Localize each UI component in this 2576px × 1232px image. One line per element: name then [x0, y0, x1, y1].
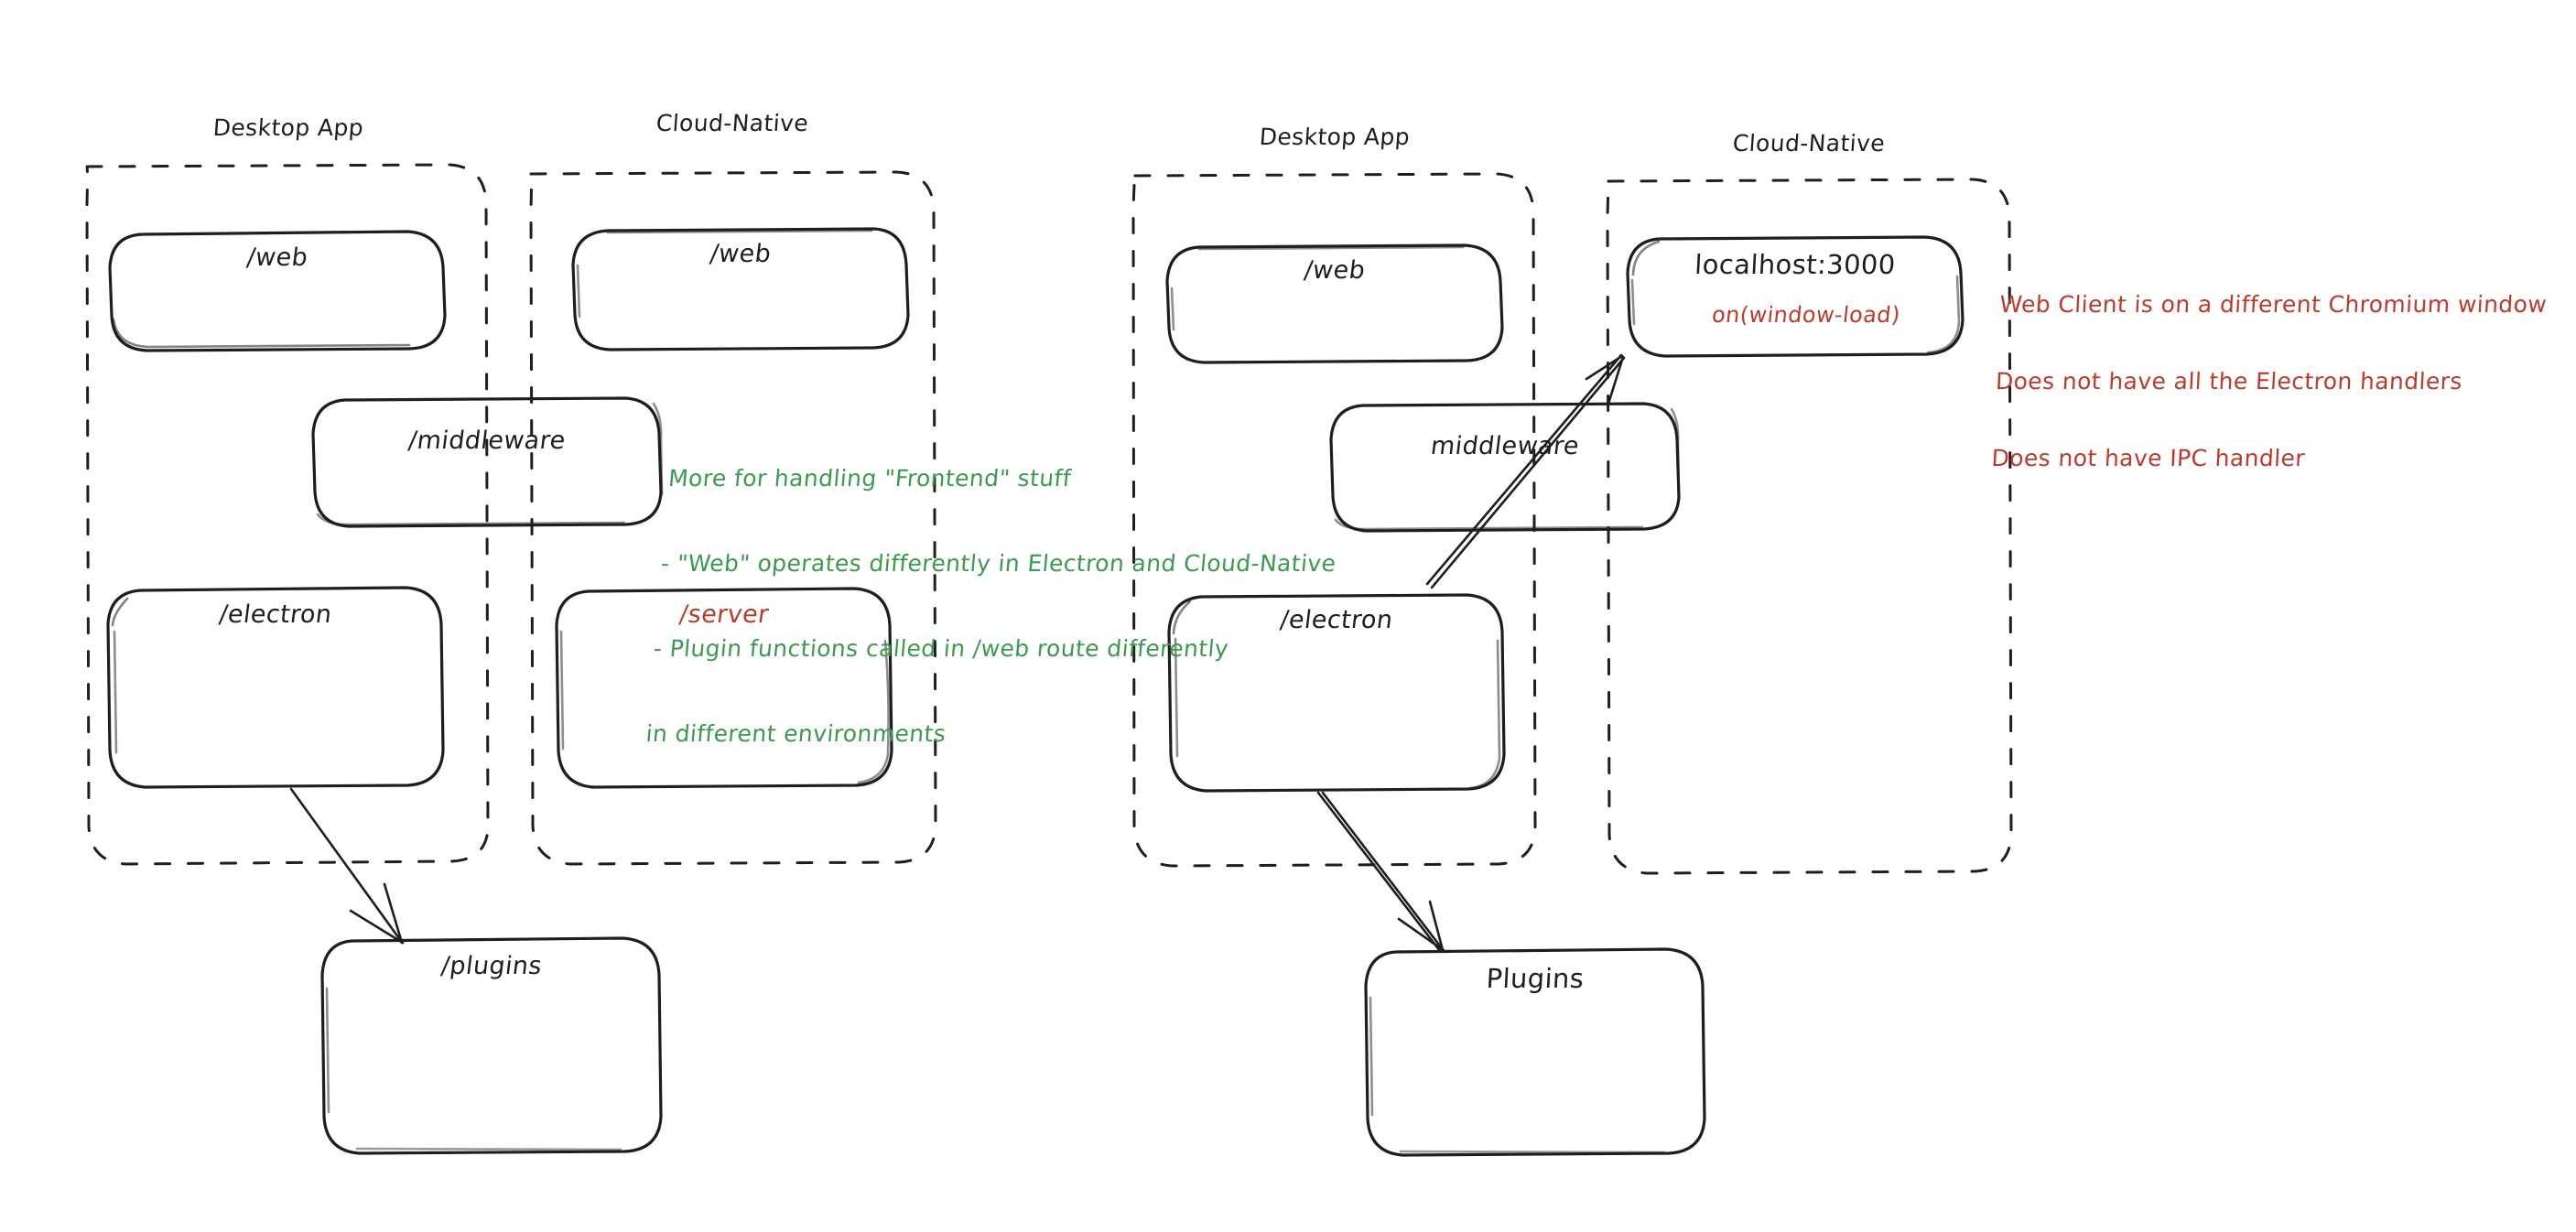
left-desktop-group-outline — [85, 163, 490, 866]
right-electron-label: /electron — [1278, 606, 1395, 634]
right-desktop-web-box — [1165, 243, 1504, 364]
right-cloud-group-outline — [1606, 178, 2013, 875]
right-electron-to-localhost-arrow — [1425, 353, 1626, 589]
right-red-note-line-2: Does not have all the Electron handlers — [1995, 368, 2463, 394]
right-red-note: Web Client is on a different Chromium wi… — [1988, 241, 2576, 523]
right-desktop-group-title: Desktop App — [1258, 124, 1412, 150]
left-server-box — [555, 587, 893, 789]
left-cloud-group-outline — [529, 170, 937, 866]
right-localhost-label: localhost:3000 — [1694, 249, 1897, 280]
left-plugins-label: /plugins — [439, 952, 544, 980]
left-cloud-group-title: Cloud-Native — [655, 110, 810, 136]
right-localhost-sublabel: on(window-load) — [1710, 302, 1902, 328]
left-green-note-line-3: - Plugin functions called in /web route … — [652, 635, 1230, 662]
right-desktop-group-outline — [1131, 172, 1537, 868]
left-electron-box — [106, 586, 445, 789]
right-red-note-line-1: Web Client is on a different Chromium wi… — [1998, 291, 2548, 318]
left-green-note-line-4: in different environments — [644, 720, 947, 747]
left-electron-to-plugins-arrow — [289, 787, 405, 945]
left-middleware-box — [311, 396, 664, 528]
left-plugins-box — [320, 936, 663, 1155]
left-cloud-web-box — [571, 227, 910, 351]
left-green-note-line-2: - "Web" operates differently in Electron… — [659, 550, 1337, 577]
right-desktop-web-label: /web — [1302, 256, 1368, 285]
left-green-note-line-1: More for handling "Frontend" stuff — [666, 465, 1073, 492]
right-middleware-label: middleware — [1429, 432, 1581, 460]
right-electron-to-plugins-arrow — [1316, 791, 1446, 954]
left-desktop-web-box — [108, 230, 447, 352]
right-middleware-box — [1329, 402, 1681, 533]
left-cloud-web-label: /web — [708, 240, 774, 268]
right-localhost-box — [1626, 235, 1964, 358]
right-plugins-label: Plugins — [1485, 963, 1586, 994]
left-electron-label: /electron — [217, 600, 334, 629]
right-plugins-box — [1364, 947, 1706, 1157]
right-red-note-line-3: Does not have IPC handler — [1990, 445, 2306, 471]
left-desktop-group-title: Desktop App — [211, 114, 365, 141]
left-desktop-web-label: /web — [244, 243, 310, 272]
left-middleware-label: /middleware — [406, 427, 568, 455]
right-electron-box — [1167, 593, 1506, 793]
right-cloud-group-title: Cloud-Native — [1731, 130, 1887, 157]
